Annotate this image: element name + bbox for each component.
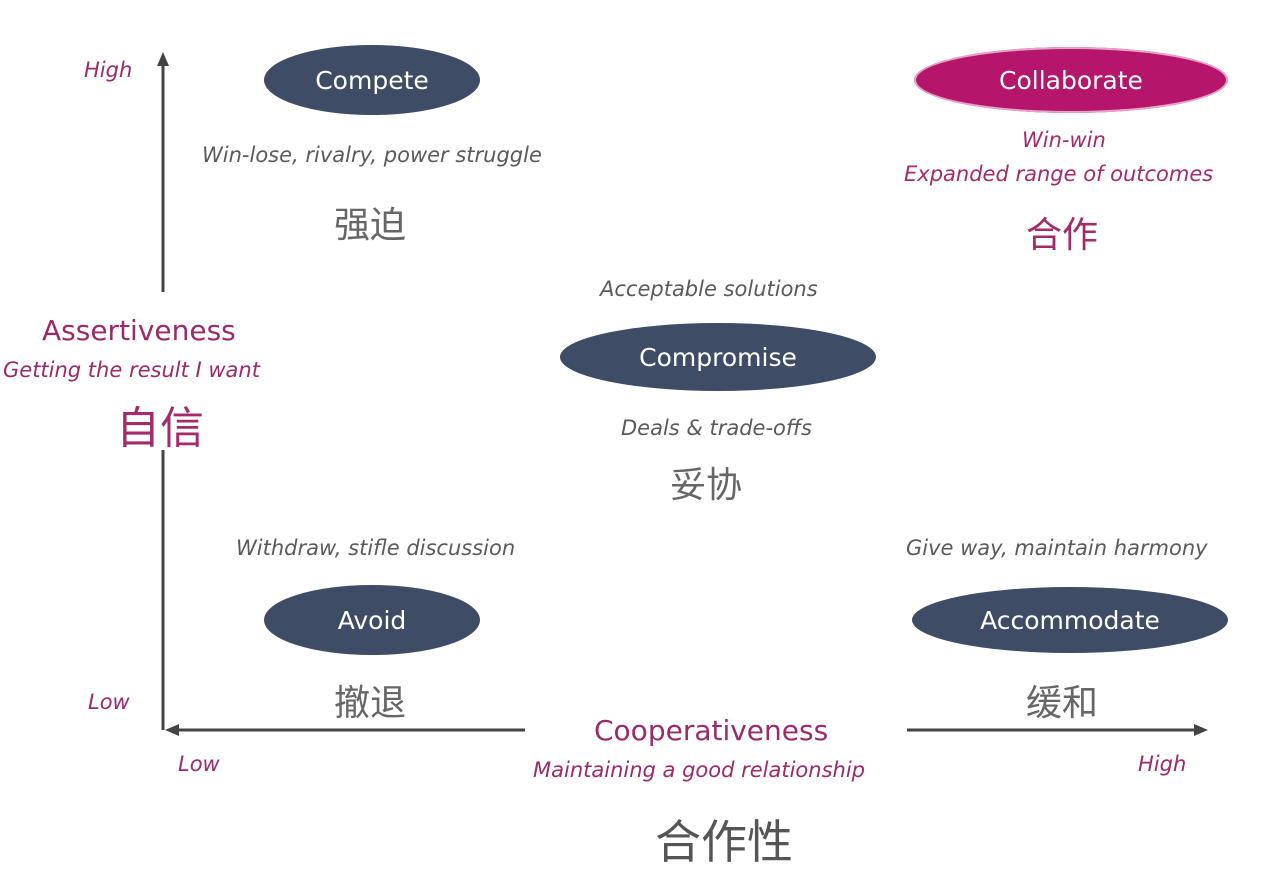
y-axis-low-label: Low [88,690,130,714]
compete-desc: Win-lose, rivalry, power struggle [202,143,542,167]
compromise-label: Compromise [639,342,797,372]
avoid-desc: Withdraw, stifle discussion [236,536,516,560]
accommodate-ellipse: Accommodate [912,587,1228,653]
y-axis-subtitle: Getting the result I want [3,358,260,382]
accommodate-desc: Give way, maintain harmony [906,536,1208,560]
collaborate-desc-2: Expanded range of outcomes [904,162,1214,186]
compete-zh: 强迫 [334,205,407,246]
accommodate-label: Accommodate [980,605,1160,635]
y-axis-high-label: High [84,58,133,82]
compromise-desc-bottom: Deals & trade-offs [621,416,812,440]
avoid-ellipse: Avoid [264,585,480,655]
collaborate-label: Collaborate [999,65,1143,95]
collaborate-desc-1: Win-win [1022,128,1106,152]
x-axis-zh: 合作性 [655,815,793,869]
compromise-ellipse: Compromise [560,323,876,391]
y-axis-zh: 自信 [116,403,204,454]
x-axis-high-label: High [1138,752,1187,776]
avoid-zh: 撤退 [334,683,407,724]
x-axis-title: Cooperativeness [594,714,829,747]
compete-label: Compete [315,65,429,95]
x-axis-subtitle: Maintaining a good relationship [533,758,866,782]
x-axis-right-arrowhead [1194,724,1208,736]
y-axis-title: Assertiveness [42,314,236,347]
compromise-zh: 妥协 [670,465,743,506]
accommodate-zh: 缓和 [1026,683,1099,724]
x-axis-low-label: Low [178,752,220,776]
collaborate-ellipse: Collaborate [914,47,1228,113]
avoid-label: Avoid [337,605,407,635]
x-axis-left-arrowhead [165,724,179,736]
collaborate-zh: 合作 [1026,215,1099,256]
compete-ellipse: Compete [264,45,480,115]
y-axis-arrowhead [157,52,169,66]
compromise-desc-top: Acceptable solutions [600,277,818,301]
